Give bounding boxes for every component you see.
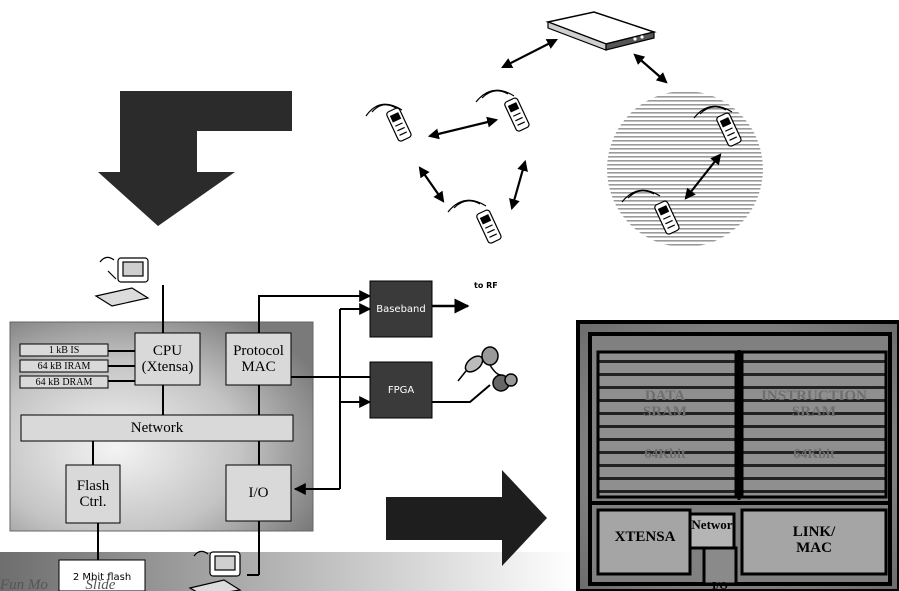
mem-is-label: 1 kB IS <box>48 344 80 356</box>
phone-icon <box>693 105 742 147</box>
protocol-mac-block-label: Protocol MAC <box>233 342 284 376</box>
instruction-sram-size-label: 64Kbit <box>793 447 835 463</box>
computer-icon <box>94 256 150 307</box>
baseband-block-label: Baseband <box>376 303 426 315</box>
flash-ctrl-block-label: Flash Ctrl. <box>76 477 110 511</box>
link-mac-label: LINK/ MAC <box>792 523 836 557</box>
phone-icon <box>621 189 680 235</box>
chip-network-label: Networ <box>691 516 733 532</box>
network-bus-label: Network <box>130 419 184 436</box>
data-sram-label: DATA SRAM <box>642 387 688 421</box>
chip-io-label: I/O <box>712 579 728 591</box>
cpu-block-label: CPU (Xtensa) <box>141 342 194 376</box>
mem-iram-label: 64 kB IRAM <box>37 360 91 372</box>
instruction-sram-label: INSTRUCTION SRAM <box>761 387 867 421</box>
io-block-label: I/O <box>248 484 269 501</box>
phone-icon <box>447 199 502 244</box>
data-sram-size-label: 64Kbit <box>644 447 686 463</box>
mem-dram-label: 64 kB DRAM <box>35 376 93 388</box>
xtensa-label: XTENSA <box>614 528 676 545</box>
footer-text: Fun Mo Slide <box>0 576 116 591</box>
link-arrow-icon <box>418 39 722 211</box>
to-rf-label: to RF <box>474 280 498 290</box>
headset-microphone-icon <box>457 346 518 392</box>
computer-icon <box>188 550 242 591</box>
base-station-icon <box>545 11 657 51</box>
fpga-block-label: FPGA <box>387 384 415 396</box>
flash-memory-label: 2 Mbit flash <box>72 571 132 583</box>
phone-icon <box>475 89 530 132</box>
phone-icon <box>365 103 412 142</box>
